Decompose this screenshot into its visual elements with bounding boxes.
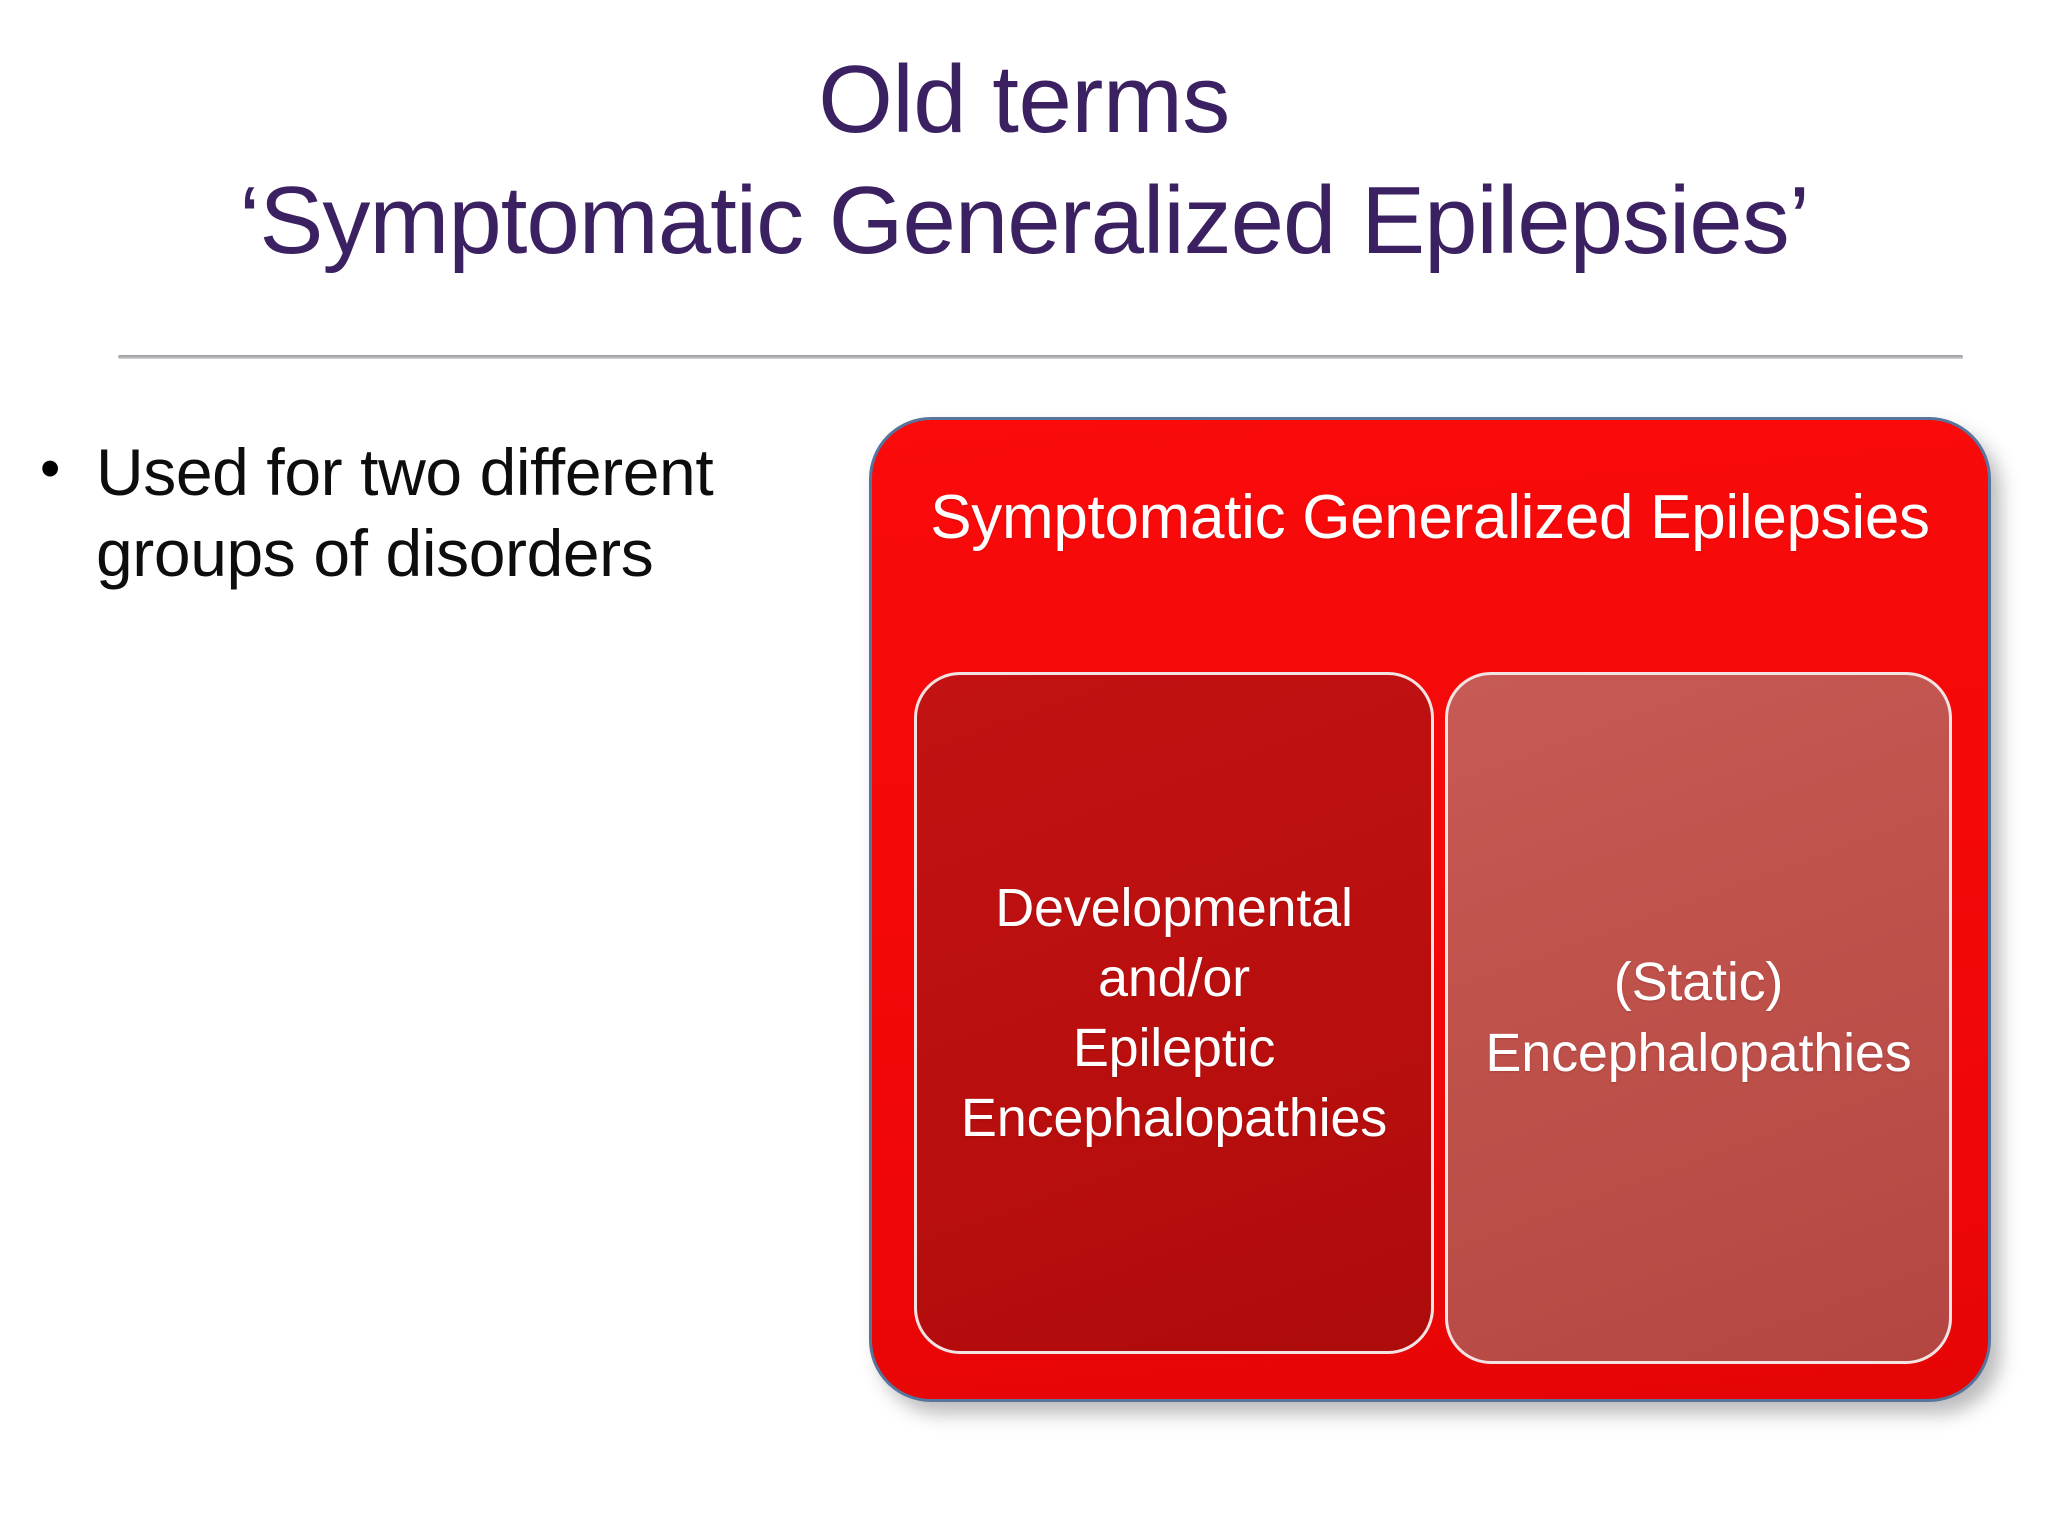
symptomatic-generalized-epilepsies-container: Symptomatic Generalized Epilepsies Devel…: [869, 417, 1991, 1402]
bullet-marker-icon: •: [40, 436, 61, 501]
diagram-box-right-label-line-2: Encephalopathies: [1485, 1023, 1912, 1083]
diagram-box-left-label: Developmental and/or Epileptic Encephalo…: [947, 873, 1401, 1154]
slide-title-line-1: Old terms: [818, 46, 1230, 153]
diagram-box-left-label-line-1: Developmental: [995, 877, 1353, 938]
diagram-box-left-label-line-3: Epileptic: [1072, 1018, 1276, 1078]
slide-title-block: Old terms ‘Symptomatic Generalized Epile…: [0, 46, 2048, 277]
diagram-container-title-line-1: Symptomatic Generalized: [930, 483, 1634, 552]
slide-title-line-2: ‘Symptomatic Generalized Epilepsies’: [238, 166, 1810, 274]
diagram-box-developmental-epileptic-encephalopathies: Developmental and/or Epileptic Encephalo…: [914, 672, 1434, 1354]
bullet-item-label: Used for two different groups of disorde…: [96, 435, 714, 590]
diagram-box-right-label-line-1: (Static): [1613, 951, 1784, 1012]
diagram-box-static-encephalopathies: (Static) Encephalopathies: [1445, 672, 1952, 1364]
title-divider-rule: [118, 355, 1963, 359]
diagram-inner-boxes-row: Developmental and/or Epileptic Encephalo…: [914, 672, 1952, 1364]
diagram-box-left-label-line-4: Encephalopathies: [960, 1088, 1388, 1149]
diagram-container-title-line-2: Epilepsies: [1650, 483, 1930, 552]
diagram-box-left-label-line-2: and/or: [1098, 947, 1250, 1008]
bullet-list-item: • Used for two different groups of disor…: [40, 432, 870, 593]
diagram-container-title: Symptomatic Generalized Epilepsies: [872, 478, 1988, 559]
diagram-box-right-label: (Static) Encephalopathies: [1471, 947, 1925, 1090]
